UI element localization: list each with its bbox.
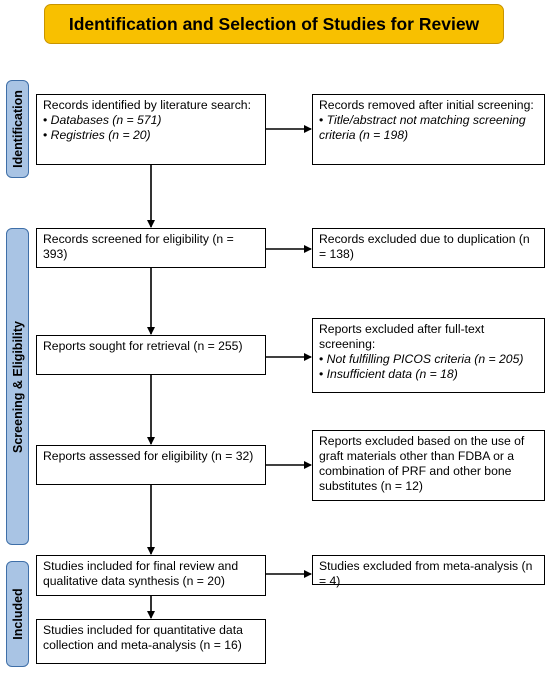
bullet-picos-text: Not fulfilling PICOS criteria (n = 205): [326, 352, 524, 366]
bullet-registries-text: Registries (n = 20): [50, 128, 151, 142]
phase-included: Included: [6, 561, 29, 667]
phase-identification: Identification: [6, 80, 29, 178]
bullet-insufficient-data: • Insufficient data (n = 18): [319, 367, 458, 381]
box-final-review-text: Studies included for final review and qu…: [43, 559, 239, 588]
bullet-registries: • Registries (n = 20): [43, 128, 151, 142]
diagram-title: Identification and Selection of Studies …: [44, 4, 504, 44]
box-reports-assessed-text: Reports assessed for eligibility (n = 32…: [43, 449, 254, 463]
box-excluded-graft: Reports excluded based on the use of gra…: [312, 430, 545, 501]
box-excluded-fulltext-text: Reports excluded after full-text screeni…: [319, 322, 485, 351]
bullet-title-abstract: • Title/abstract not matching screening …: [319, 113, 526, 142]
box-records-screened-text: Records screened for eligibility (n = 39…: [43, 232, 234, 261]
phase-screening-eligibility: Screening & Eligibility: [6, 228, 29, 545]
box-records-removed-text: Records removed after initial screening:: [319, 98, 534, 112]
box-excluded-meta-text: Studies excluded from meta-analysis (n =…: [319, 559, 533, 588]
box-quantitative: Studies included for quantitative data c…: [36, 619, 266, 664]
box-reports-assessed: Reports assessed for eligibility (n = 32…: [36, 445, 266, 485]
bullet-picos: • Not fulfilling PICOS criteria (n = 205…: [319, 352, 524, 366]
box-records-removed: Records removed after initial screening:…: [312, 94, 545, 165]
box-excluded-graft-text: Reports excluded based on the use of gra…: [319, 434, 525, 493]
box-quantitative-text: Studies included for quantitative data c…: [43, 623, 243, 652]
bullet-insufficient-data-text: Insufficient data (n = 18): [326, 367, 458, 381]
bullet-databases: • Databases (n = 571): [43, 113, 162, 127]
box-reports-sought: Reports sought for retrieval (n = 255): [36, 335, 266, 375]
box-excluded-duplication: Records excluded due to duplication (n =…: [312, 228, 545, 268]
box-records-screened: Records screened for eligibility (n = 39…: [36, 228, 266, 268]
box-records-identified: Records identified by literature search:…: [36, 94, 266, 165]
box-records-identified-text: Records identified by literature search:: [43, 98, 251, 112]
box-excluded-fulltext: Reports excluded after full-text screeni…: [312, 318, 545, 393]
box-final-review: Studies included for final review and qu…: [36, 555, 266, 596]
bullet-title-abstract-text: Title/abstract not matching screening cr…: [319, 113, 526, 142]
box-reports-sought-text: Reports sought for retrieval (n = 255): [43, 339, 243, 353]
box-excluded-meta: Studies excluded from meta-analysis (n =…: [312, 555, 545, 588]
box-excluded-duplication-text: Records excluded due to duplication (n =…: [319, 232, 530, 261]
bullet-databases-text: Databases (n = 571): [50, 113, 162, 127]
